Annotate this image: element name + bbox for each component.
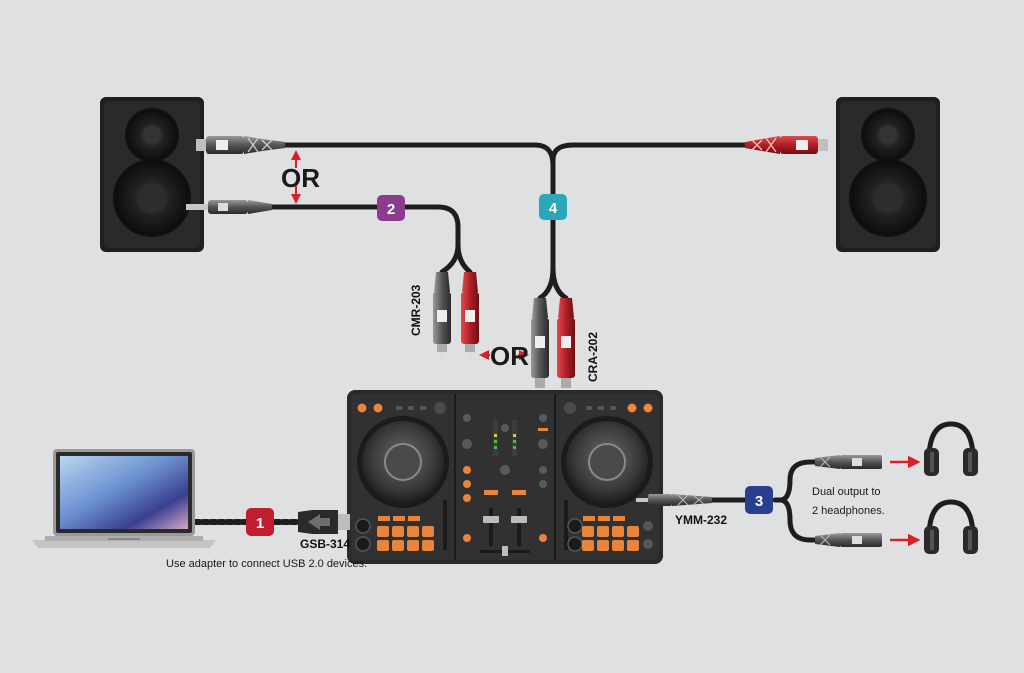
badge-2: 2 (377, 195, 405, 221)
cable-2-split (439, 242, 473, 275)
splitter-jack-top (815, 455, 882, 469)
badge-number: 3 (755, 493, 763, 510)
cable-y-top (282, 142, 763, 168)
cable-label-rca-left: CMR-203 (409, 284, 423, 336)
rca-plug-icon (531, 298, 549, 402)
rca-plug-icon (461, 272, 479, 362)
cable-4-split (537, 265, 569, 301)
badge-4: 4 (539, 194, 567, 220)
or-marker-speakers: OR (281, 150, 320, 204)
note-usb: Use adapter to connect USB 2.0 devices. (166, 558, 367, 570)
note-headphones-line1: Dual output to (812, 486, 881, 498)
jack-plug-controller (636, 494, 712, 506)
badge-number: 4 (549, 200, 558, 217)
usb-adapter-icon (298, 510, 350, 534)
usb-adapter (298, 510, 350, 534)
splitter-jack-bottom (815, 533, 882, 547)
badge-3: 3 (745, 486, 773, 514)
xlr-plug-right (745, 136, 828, 154)
cable-2 (269, 204, 461, 248)
rca-plug-icon (557, 298, 575, 402)
or-label: OR (281, 163, 320, 193)
xlr-plug-left (196, 136, 285, 154)
cable-3-split (772, 459, 818, 543)
headphones-icon (924, 421, 978, 476)
dj-controller (347, 390, 663, 564)
headphones-bottom (924, 499, 978, 554)
cable-label-headphone: YMM-232 (675, 513, 727, 527)
badge-bg (246, 508, 274, 536)
badge-number: 2 (387, 201, 395, 218)
badge-1: 1 (246, 508, 274, 536)
jack-plug-icon (186, 200, 272, 214)
jack-plug-icon (636, 494, 712, 506)
badge-bg (745, 486, 773, 514)
speaker-left (100, 97, 204, 252)
speaker-icon (836, 97, 940, 252)
rca-plugs-cra202 (531, 298, 575, 402)
headphones-icon (924, 499, 978, 554)
headphones-top (924, 421, 978, 476)
note-headphones-line2: 2 headphones. (812, 505, 885, 517)
laptop (32, 449, 216, 548)
rca-plug-icon (433, 272, 451, 362)
badge-bg (377, 195, 405, 221)
cable-label-usb: GSB-314 (300, 537, 350, 551)
speaker-icon (100, 97, 204, 252)
badge-number: 1 (256, 515, 264, 532)
rca-plugs-cmr203 (433, 272, 479, 362)
badge-bg (539, 194, 567, 220)
speaker-right (836, 97, 940, 252)
jack-plug-speaker (186, 200, 272, 214)
laptop-icon (32, 449, 216, 548)
dj-controller-icon (347, 390, 663, 564)
cable-label-rca-right: CRA-202 (586, 332, 600, 382)
or-marker-rca: OR (479, 341, 529, 371)
or-label: OR (490, 341, 529, 371)
